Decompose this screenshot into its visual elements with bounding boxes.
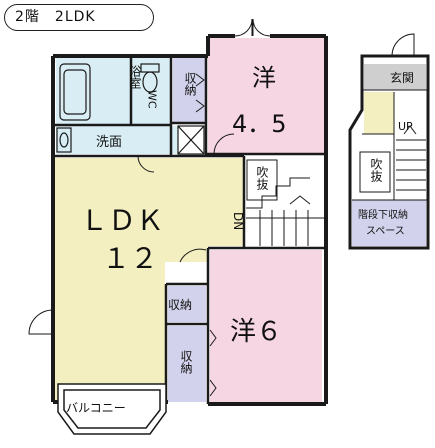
balcony-label: バルコニー: [66, 401, 126, 415]
toilet-icon: [140, 63, 160, 93]
floor-layout-label: 2階 2LDK: [4, 4, 154, 31]
storage-top: [173, 58, 205, 122]
sink-icon: [56, 127, 72, 153]
void-main: [246, 159, 278, 201]
annex-up-label: UP: [398, 120, 413, 133]
annex-entrance-label: 玄関: [390, 70, 414, 85]
western-small-size: 4．5: [232, 110, 287, 138]
ldk-size: １２: [102, 242, 158, 275]
storage-mid-label: 収納: [168, 298, 192, 312]
door-western-small[interactable]: [213, 133, 235, 155]
western-room-large: [210, 250, 322, 404]
annex-plan: 玄関 UP 吹抜 階段下収納 スペース: [348, 33, 430, 250]
wc-room: [132, 58, 170, 124]
western-large-label: 洋６: [230, 317, 282, 347]
door-western-large[interactable]: [179, 248, 207, 263]
wc-label: WC: [146, 90, 159, 109]
balcony: [57, 383, 167, 435]
stairs-main: [246, 177, 324, 246]
door-balcony-left[interactable]: [28, 309, 54, 335]
annex-entrance: [364, 64, 426, 90]
storage-top-label: 収納: [183, 72, 197, 96]
annex-light-area: [364, 92, 394, 134]
dn-label: DN: [231, 212, 245, 230]
balcony-door-top[interactable]: [234, 18, 271, 37]
washer-space: [177, 125, 205, 155]
door-wash[interactable]: [137, 155, 155, 173]
annex-void-label: 吹抜: [369, 158, 383, 183]
ldk-room: [55, 158, 244, 400]
annex-storage: [352, 200, 426, 246]
storage-low: [168, 326, 206, 402]
bath-room: [56, 58, 130, 124]
washroom-label: 洗面: [96, 135, 122, 150]
annex-storage-label-1: 階段下収納: [358, 208, 408, 221]
annex-storage-label-2: スペース: [366, 226, 405, 237]
storage-low-label: 収納: [179, 350, 193, 374]
ldk-label: ＬＤＫ: [80, 204, 164, 237]
wash-room: [56, 126, 178, 154]
western-small-name: 洋: [252, 64, 276, 92]
annex-door[interactable]: [391, 33, 415, 57]
storage-mid: [168, 286, 206, 322]
bathtub-icon: [59, 63, 91, 121]
void-main-label: 吹抜: [255, 166, 269, 191]
